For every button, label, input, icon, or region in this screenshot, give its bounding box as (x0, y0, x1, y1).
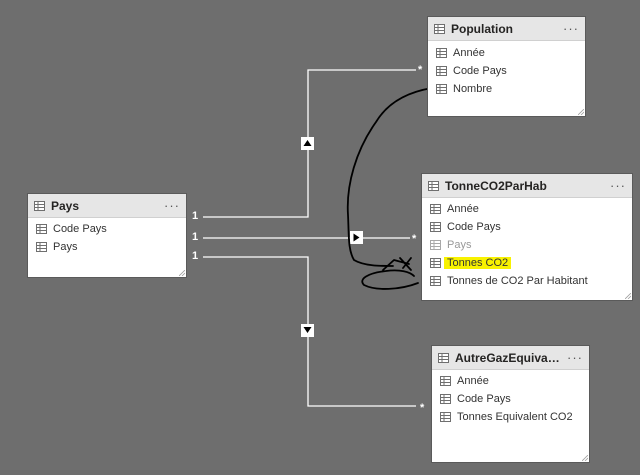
field-label: Pays (447, 239, 472, 251)
more-options-icon[interactable]: ··· (567, 350, 583, 365)
table-title: Pays (51, 198, 80, 213)
field-label: Tonnes de CO2 Par Habitant (447, 275, 588, 287)
table-header[interactable]: TonneCO2ParHab ··· (422, 174, 632, 198)
table-icon (430, 258, 441, 268)
field-label: Code Pays (53, 223, 107, 235)
field-label: Code Pays (457, 393, 511, 405)
table-icon (430, 276, 441, 286)
filter-arrow-right-icon[interactable] (350, 231, 363, 244)
more-options-icon[interactable]: ··· (164, 198, 180, 213)
field-tonnes-co2-highlighted[interactable]: Tonnes CO2 (422, 254, 632, 272)
table-header[interactable]: AutreGazEquivalent... ··· (432, 346, 589, 370)
field-annee[interactable]: Année (428, 44, 585, 62)
more-options-icon[interactable]: ··· (610, 178, 626, 193)
cardinality-one-population: 1 (192, 210, 199, 222)
table-icon (438, 352, 449, 363)
field-tonnes-de-co2-par-habitant[interactable]: Tonnes de CO2 Par Habitant (422, 272, 632, 290)
field-label: Code Pays (453, 65, 507, 77)
table-card-pays[interactable]: Pays ··· Code Pays Pays (28, 194, 186, 277)
resize-grip-icon[interactable] (625, 293, 631, 299)
table-icon (430, 204, 441, 214)
cardinality-one-autre: 1 (192, 250, 199, 262)
field-tonnes-equivalent-co2[interactable]: Tonnes Equivalent CO2 (432, 408, 589, 426)
table-header[interactable]: Population ··· (428, 17, 585, 41)
cardinality-many-population: * (418, 64, 423, 76)
field-annee[interactable]: Année (432, 372, 589, 390)
cardinality-one-tonne: 1 (192, 231, 199, 243)
field-label: Année (457, 375, 489, 387)
filter-arrow-down-icon[interactable] (301, 324, 314, 337)
table-card-tonneco2parhab[interactable]: TonneCO2ParHab ··· Année Code Pays Pays … (422, 174, 632, 300)
hand-drawn-annotation (346, 87, 433, 290)
table-icon (440, 394, 451, 404)
table-title: AutreGazEquivalent... (455, 350, 563, 365)
field-label: Nombre (453, 83, 493, 95)
table-icon (440, 412, 451, 422)
field-code-pays[interactable]: Code Pays (428, 62, 585, 80)
table-icon (36, 242, 47, 252)
field-nombre[interactable]: Nombre (428, 80, 585, 98)
table-icon (434, 23, 445, 34)
field-label: Tonnes CO2 (444, 257, 512, 269)
field-label: Tonnes Equivalent CO2 (457, 411, 573, 423)
table-icon (34, 200, 45, 211)
table-icon (436, 66, 447, 76)
resize-grip-icon[interactable] (578, 109, 584, 115)
cardinality-many-tonne: * (412, 233, 417, 245)
field-code-pays[interactable]: Code Pays (432, 390, 589, 408)
table-icon (36, 224, 47, 234)
table-icon (430, 222, 441, 232)
table-card-autregazequivalent[interactable]: AutreGazEquivalent... ··· Année Code Pay… (432, 346, 589, 462)
more-options-icon[interactable]: ··· (563, 21, 579, 36)
field-annee[interactable]: Année (422, 200, 632, 218)
table-title: Population (451, 21, 513, 36)
table-icon (430, 240, 441, 250)
table-icon (440, 376, 451, 386)
filter-arrow-up-icon[interactable] (301, 137, 314, 150)
field-code-pays[interactable]: Code Pays (422, 218, 632, 236)
table-card-population[interactable]: Population ··· Année Code Pays Nombre (428, 17, 585, 116)
table-icon (436, 84, 447, 94)
table-icon (436, 48, 447, 58)
field-pays-dimmed[interactable]: Pays (422, 236, 632, 254)
field-pays[interactable]: Pays (28, 238, 186, 256)
table-icon (428, 180, 439, 191)
field-label: Année (453, 47, 485, 59)
field-label: Code Pays (447, 221, 501, 233)
field-label: Pays (53, 241, 78, 253)
cardinality-many-autre: * (420, 402, 425, 414)
resize-grip-icon[interactable] (179, 270, 185, 276)
field-code-pays[interactable]: Code Pays (28, 220, 186, 238)
table-header[interactable]: Pays ··· (28, 194, 186, 218)
resize-grip-icon[interactable] (582, 455, 588, 461)
table-title: TonneCO2ParHab (445, 178, 547, 193)
field-label: Année (447, 203, 479, 215)
